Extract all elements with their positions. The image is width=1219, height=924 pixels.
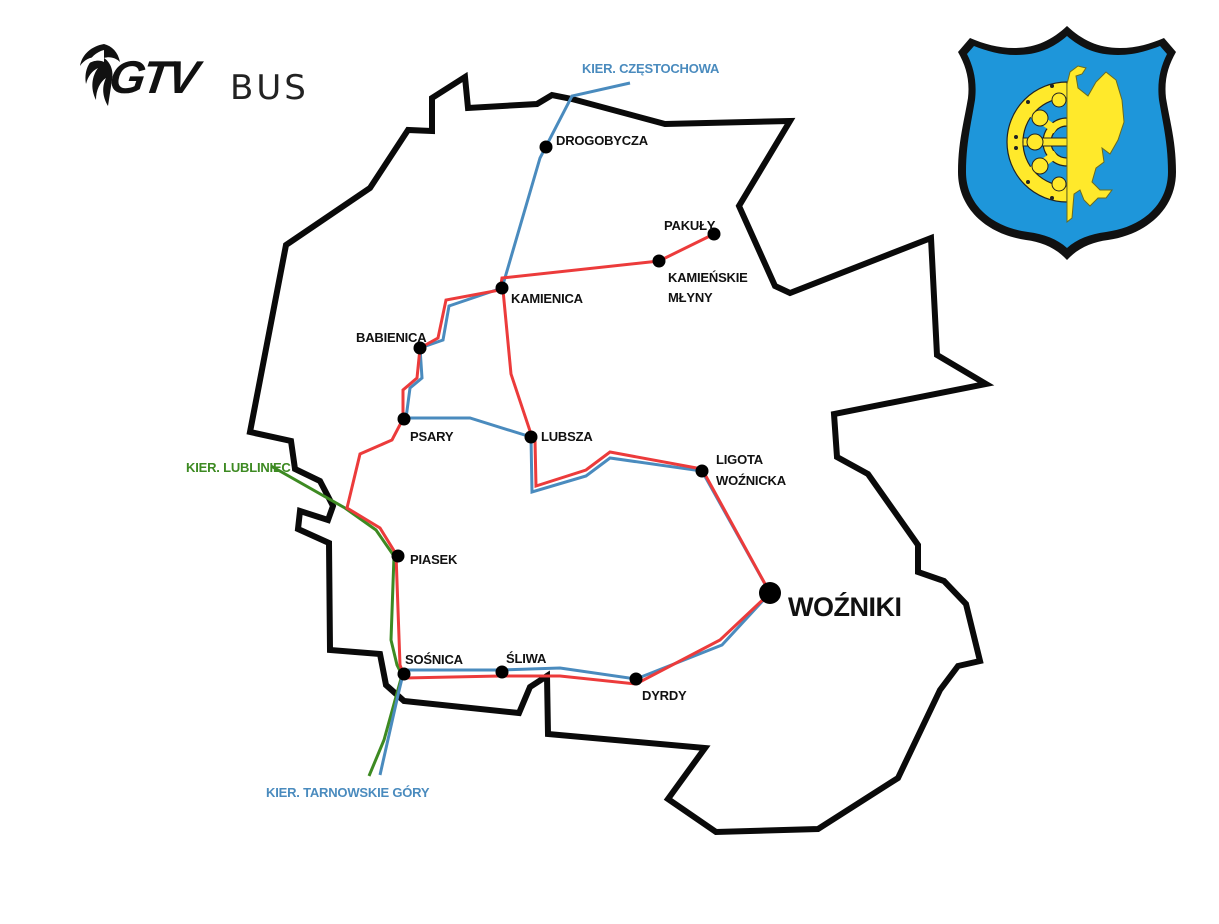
stops bbox=[391, 140, 781, 686]
stop-label-kamienskie-mlyny-1: KAMIEŃSKIE bbox=[668, 270, 748, 285]
phoenix-icon bbox=[80, 44, 120, 106]
stop-sosnica[interactable] bbox=[397, 667, 411, 681]
stop-label-drogobycza: DROGOBYCZA bbox=[556, 133, 649, 148]
direction-label-tarnowskie-gory: KIER. TARNOWSKIE GÓRY bbox=[266, 785, 430, 800]
direction-label-lubliniec: KIER. LUBLINIEC bbox=[186, 460, 291, 475]
stop-drogobycza[interactable] bbox=[539, 140, 553, 154]
stop-dyrdy[interactable] bbox=[629, 672, 643, 686]
stop-pakuly[interactable] bbox=[707, 227, 721, 241]
stop-label-kamienica: KAMIENICA bbox=[511, 291, 584, 306]
stop-sliwa[interactable] bbox=[495, 665, 509, 679]
stop-wozniki[interactable] bbox=[759, 582, 781, 604]
stop-label-lubsza: LUBSZA bbox=[541, 429, 593, 444]
town-label-wozniki: WOŹNIKI bbox=[788, 591, 901, 622]
blue-route bbox=[378, 81, 772, 776]
stop-piasek[interactable] bbox=[391, 549, 405, 563]
green-route bbox=[270, 464, 404, 777]
stop-ligota-woznicka[interactable] bbox=[695, 464, 709, 478]
red-route bbox=[345, 232, 772, 686]
stop-kamienskie-mlyny[interactable] bbox=[652, 254, 666, 268]
gtv-bus-logo: GTV BUS bbox=[74, 40, 314, 115]
stop-label-ligota-woznicka-1: LIGOTA bbox=[716, 452, 764, 467]
stop-babienica[interactable] bbox=[413, 341, 427, 355]
stop-label-psary: PSARY bbox=[410, 429, 454, 444]
stop-kamienica[interactable] bbox=[495, 281, 509, 295]
stop-label-pakuly: PAKUŁY bbox=[664, 218, 716, 233]
coat-of-arms-icon bbox=[958, 26, 1176, 260]
stop-label-kamienskie-mlyny-2: MŁYNY bbox=[668, 290, 713, 305]
stop-label-babienica: BABIENICA bbox=[356, 330, 427, 345]
municipality-boundary bbox=[246, 71, 995, 836]
direction-label-czestochowa: KIER. CZĘSTOCHOWA bbox=[582, 61, 720, 76]
stop-label-dyrdy: DYRDY bbox=[642, 688, 687, 703]
stop-label-ligota-woznicka-2: WOŹNICKA bbox=[716, 473, 787, 488]
stop-label-sliwa: ŚLIWA bbox=[506, 651, 547, 666]
stop-psary[interactable] bbox=[397, 412, 411, 426]
logo-suffix: BUS bbox=[230, 68, 309, 108]
stop-lubsza[interactable] bbox=[524, 430, 538, 444]
stop-label-piasek: PIASEK bbox=[410, 552, 458, 567]
stop-label-sosnica: SOŚNICA bbox=[405, 652, 464, 667]
